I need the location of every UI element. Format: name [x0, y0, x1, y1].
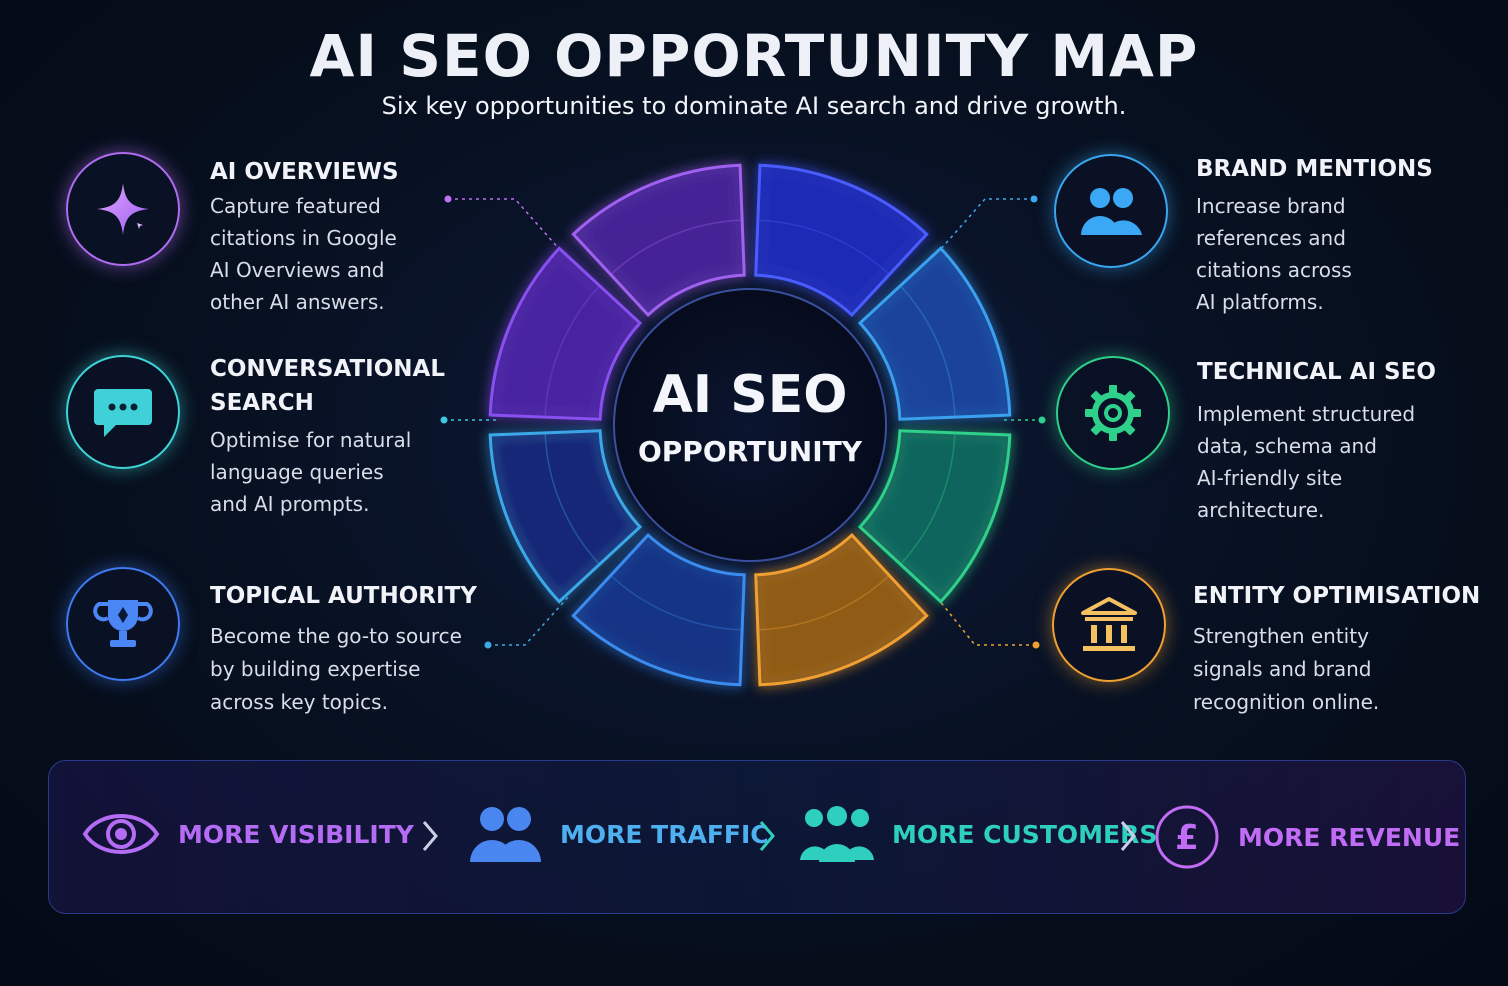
wheel-segment-4: [754, 532, 929, 687]
center-subtitle: OPPORTUNITY: [637, 435, 862, 468]
bank-building-icon: [1081, 597, 1137, 651]
topical-description: Become the go-to source by building expe…: [210, 624, 462, 714]
conversational-title: CONVERSATIONAL SEARCH: [210, 356, 445, 416]
chevron-right-icon: [1120, 821, 1136, 851]
wheel-segment-1-inner-arc: [757, 219, 890, 276]
entity-description: Strengthen entity signals and brand reco…: [1193, 624, 1380, 714]
brand-description: Increase brand references and citations …: [1196, 194, 1352, 314]
chat-bubble-icon: [94, 389, 152, 437]
growth-step-traffic: MORE TRAFFIC: [468, 804, 769, 864]
brand-icon-badge: [1054, 154, 1168, 268]
wheel-segment-7-inner-arc: [544, 285, 601, 418]
growth-banner: [48, 760, 1466, 914]
ai-overviews-icon-badge: [66, 152, 180, 266]
trophy-icon: [93, 600, 153, 647]
wheel-segment-6: [488, 429, 643, 604]
svg-text:£: £: [1175, 818, 1199, 858]
wheel-segment-3-inner-arc: [899, 432, 956, 565]
wheel-segment-5-inner-arc: [610, 574, 743, 631]
growth-step-label: MORE VISIBILITY: [178, 819, 414, 849]
connector-lines: [440, 195, 1046, 649]
technical-description: Implement structured data, schema and AI…: [1197, 402, 1416, 522]
topical-title: TOPICAL AUTHORITY: [210, 583, 477, 609]
technical-icon-badge: [1056, 356, 1170, 470]
conversational-description: Optimise for natural language queries an…: [210, 428, 412, 516]
connector-topical: [488, 594, 571, 646]
wheel-segment-6-inner-arc: [544, 432, 601, 565]
center-title: AI SEO: [652, 365, 848, 425]
growth-step-label: MORE CUSTOMERS: [892, 819, 1158, 849]
growth-step-visibility: MORE VISIBILITY: [82, 804, 414, 864]
wheel-segment-3: [857, 429, 1012, 604]
technical-title: TECHNICAL AI SEO: [1197, 359, 1436, 385]
wheel-segment-8-inner-arc: [610, 219, 743, 276]
growth-step-label: MORE TRAFFIC: [560, 819, 769, 849]
users-icon: [1081, 188, 1142, 235]
group-icon: [800, 806, 874, 862]
growth-step-customers: MORE CUSTOMERS: [800, 804, 1157, 864]
wheel-segment-4-inner-arc: [757, 574, 890, 631]
wheel-segment-7: [488, 246, 643, 421]
entity-title: ENTITY OPTIMISATION: [1193, 583, 1481, 609]
connector-brand: [939, 198, 1034, 251]
connector-ai-overviews: [448, 198, 561, 251]
growth-step-revenue: £ MORE REVENUE: [1154, 804, 1460, 870]
conversational-icon-badge: [66, 355, 180, 469]
opportunity-wheel: [488, 163, 1012, 687]
wheel-segment-5: [571, 532, 746, 687]
wheel-segment-8: [571, 163, 746, 318]
entity-icon-badge: [1052, 568, 1166, 682]
topical-icon-badge: [66, 567, 180, 681]
pound-icon: £: [1155, 805, 1219, 869]
brand-title: BRAND MENTIONS: [1196, 156, 1433, 182]
page-title: AI SEO OPPORTUNITY MAP: [309, 22, 1199, 90]
growth-step-label: MORE REVENUE: [1238, 822, 1461, 852]
ai-overviews-description: Capture featured citations in Google AI …: [210, 194, 397, 314]
sparkle-icon: [97, 183, 149, 235]
chevron-right-icon: [422, 821, 438, 851]
wheel-segment-1: [754, 163, 929, 318]
wheel-segment-2: [857, 246, 1012, 421]
gear-icon: [1085, 385, 1141, 441]
users-icon: [470, 807, 541, 862]
eye-icon: [82, 814, 160, 854]
wheel-segment-2-inner-arc: [899, 285, 956, 418]
ai-overviews-title: AI OVERVIEWS: [210, 159, 399, 185]
wheel-hub: [613, 288, 887, 562]
chevron-right-icon: [759, 821, 775, 851]
page-subtitle: Six key opportunities to dominate AI sea…: [381, 92, 1127, 120]
